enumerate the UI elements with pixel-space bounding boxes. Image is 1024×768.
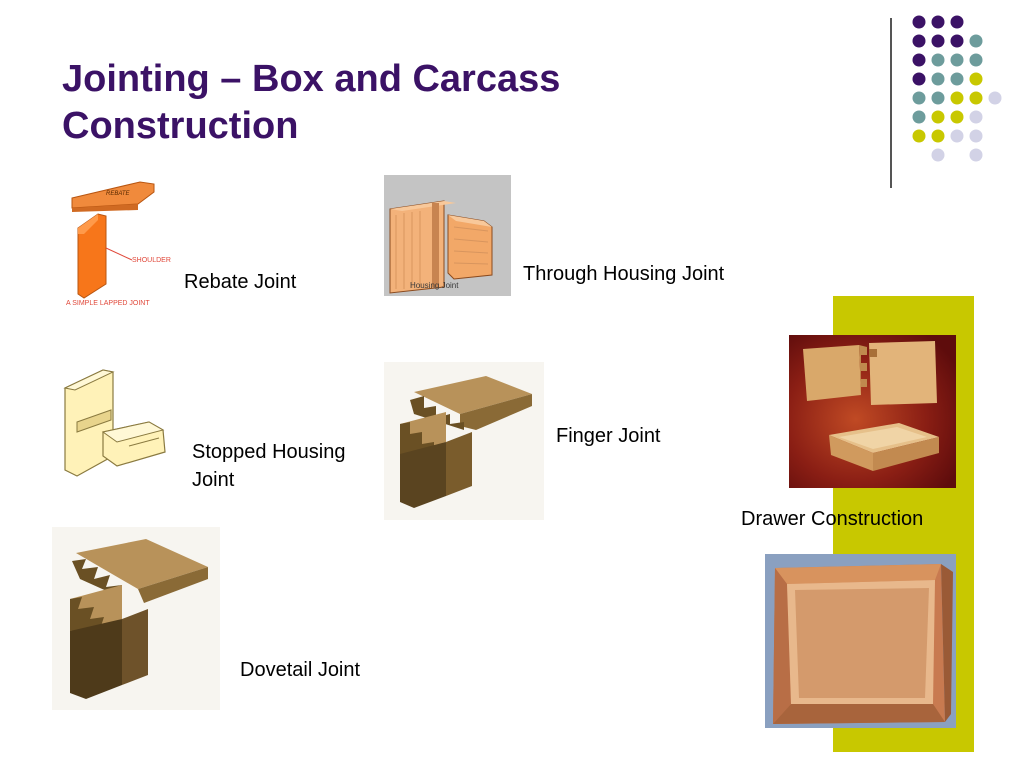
housing-image-label: Housing Joint [410,281,459,290]
dot-row-7 [912,129,983,143]
dovetail-joint-caption: Dovetail Joint [240,659,361,681]
dot-row-4 [912,72,983,86]
rebate-image-caption: A SIMPLE LAPPED JOINT [66,300,150,307]
rebate-shoulder-label: SHOULDER [132,257,171,264]
slide-title-line2: Construction [62,105,299,147]
through-housing-joint-caption: Through Housing Joint [523,263,725,285]
drawer-construction-caption: Drawer Construction [741,508,924,530]
drawer-dovetail-photo [789,335,956,488]
rebate-top-label: REBATE [106,191,131,197]
dot-row-2 [912,34,983,48]
drawer-box-photo [765,554,956,728]
dot-row-8 [931,148,983,162]
stopped-housing-joint-caption: Stopped Housing Joint [192,438,345,494]
title-divider-line [890,18,892,188]
slide-title: Jointing – Box and Carcass Construction [62,56,762,150]
dot-row-5 [912,91,1002,105]
dot-row-1 [912,15,964,29]
finger-joint-caption: Finger Joint [556,425,661,447]
dot-row-3 [912,53,983,67]
stopped-housing-joint-image [45,364,175,482]
through-housing-joint-image: Housing Joint [384,175,511,296]
rebate-joint-caption: Rebate Joint [184,271,297,293]
finger-joint-image [384,362,544,520]
slide-title-line1: Jointing – Box and Carcass [62,58,561,100]
dot-row-6 [912,110,983,124]
dovetail-joint-image [52,527,220,710]
rebate-joint-image: REBATE SHOULDER A SIMPLE LAPPED JOINT [62,176,172,311]
decorative-dot-grid [912,15,1002,162]
stopped-housing-caption-line1: Stopped Housing [192,441,346,463]
stopped-housing-caption-line2: Joint [192,469,235,491]
